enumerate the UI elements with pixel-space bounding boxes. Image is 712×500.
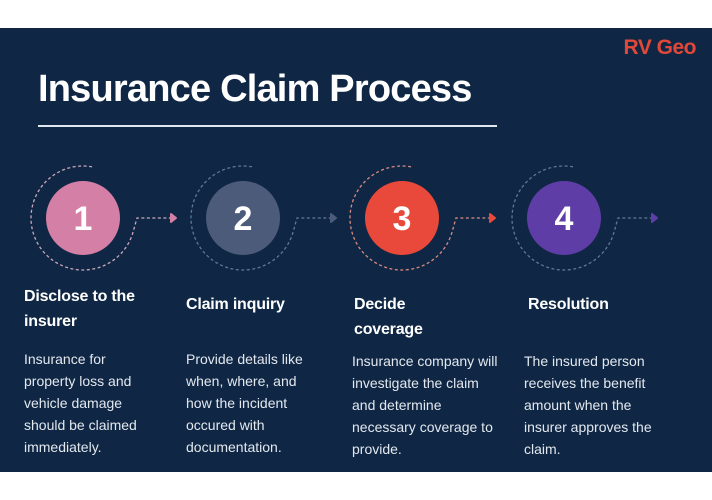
step-1-chevron-icon — [170, 213, 177, 223]
step-3-text: Decide coverage Insurance company will i… — [352, 292, 498, 457]
step-1-text: Disclose to the insurer Insurance for pr… — [24, 284, 174, 455]
step-2-number: 2 — [234, 200, 253, 238]
step-4-chevron-icon — [651, 213, 658, 223]
step-4-text: Resolution The insured person receives t… — [524, 292, 678, 457]
step-3-heading: Decide coverage — [354, 296, 423, 338]
step-2-circle — [206, 181, 280, 255]
step-2-chevron-icon — [330, 213, 337, 223]
step-1-circle — [46, 181, 120, 255]
step-1-description: Insurance for property loss and vehicle … — [24, 351, 137, 455]
brand-logo: RV Geo — [623, 36, 697, 59]
step-1-number: 1 — [74, 200, 93, 238]
step-2-heading: Claim inquiry — [186, 296, 285, 313]
step-3-number: 3 — [393, 200, 412, 238]
step-4-heading: Resolution — [528, 296, 609, 313]
step-4-description: The insured person receives the benefit … — [524, 353, 652, 457]
step-3-chevron-icon — [489, 213, 496, 223]
step-2-description: Provide details like when, where, and ho… — [186, 351, 303, 455]
step-4-circle — [527, 181, 601, 255]
infographic-panel: RV Geo Insurance Claim Process 1 2 3 4 Disc… — [0, 28, 712, 472]
step-4-number: 4 — [555, 200, 574, 238]
step-3-circle — [365, 181, 439, 255]
step-1-heading: Disclose to the insurer — [24, 288, 135, 330]
step-2-text: Claim inquiry Provide details like when,… — [186, 292, 336, 455]
page-title: Insurance Claim Process — [38, 68, 472, 110]
step-3-description: Insurance company will investigate the c… — [352, 353, 498, 457]
title-underline — [38, 125, 497, 127]
steps-diagram: 1 2 3 4 — [30, 165, 658, 271]
